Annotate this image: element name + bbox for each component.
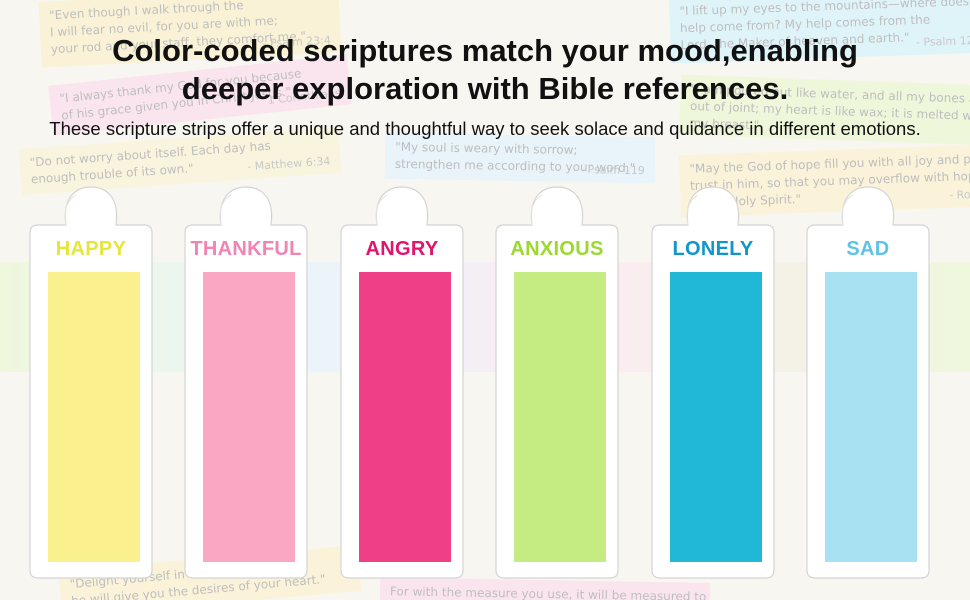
mood-label: HAPPY bbox=[55, 238, 127, 260]
headline-line-2: deeper exploration with Bible references… bbox=[181, 71, 789, 106]
bookmark-card-lonely: LONELY vine; you are the branches. ain in… bbox=[650, 185, 776, 580]
mood-label: ANXIOUS bbox=[510, 238, 604, 260]
mood-label: THANKFUL bbox=[190, 238, 302, 260]
scripture-strip: y soul is weary with sorrow; ngthen me a… bbox=[825, 272, 917, 562]
scripture-strip: slow to wrath is of great understanding:… bbox=[359, 272, 451, 562]
scripture-strip: vine; you are the branches. ain in me an… bbox=[670, 272, 762, 562]
bookmark-card-anxious: ANXIOUS y light and my salvation—whom sha… bbox=[494, 185, 620, 580]
bookmark-card-sad: SAD y soul is weary with sorrow; ngthen m… bbox=[805, 185, 931, 580]
mood-label: LONELY bbox=[672, 238, 754, 260]
subheadline: These scripture strips offer a unique an… bbox=[49, 118, 921, 139]
bookmark-card-happy: HAPPY oice, unceasingly pray, in everythi… bbox=[28, 185, 154, 580]
mood-label: ANGRY bbox=[365, 238, 439, 260]
headline: Color-coded scriptures match your mood,e… bbox=[0, 32, 970, 108]
bookmark-card-thankful: THANKFUL Lord is my strength and my shiel… bbox=[183, 185, 309, 580]
scripture-strip: y light and my salvation—whom shall I fe… bbox=[514, 272, 606, 562]
mood-label: SAD bbox=[846, 238, 890, 260]
scripture-strip: oice, unceasingly pray, in everything gi… bbox=[48, 272, 140, 562]
headline-line-1: Color-coded scriptures match your mood,e… bbox=[112, 33, 858, 68]
scripture-strip: Lord is my strength and my shield; eart … bbox=[203, 272, 295, 562]
bookmark-card-angry: ANGRY slow to wrath is of great understan… bbox=[339, 185, 465, 580]
